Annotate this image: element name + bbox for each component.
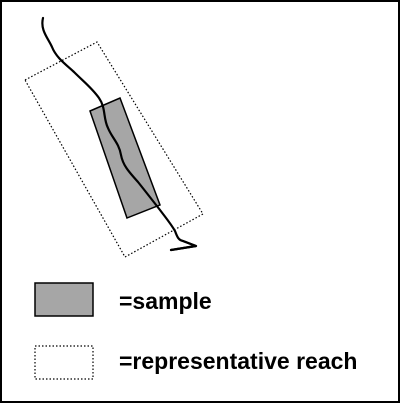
legend-label-representative-reach: =representative reach: [119, 348, 358, 374]
legend-swatch-reach: [34, 345, 94, 380]
legend-label-sample: =sample: [119, 288, 212, 314]
stream-channel: [41, 16, 198, 252]
flow-arrow: [169, 239, 198, 252]
legend-swatch-sample: [34, 282, 94, 317]
